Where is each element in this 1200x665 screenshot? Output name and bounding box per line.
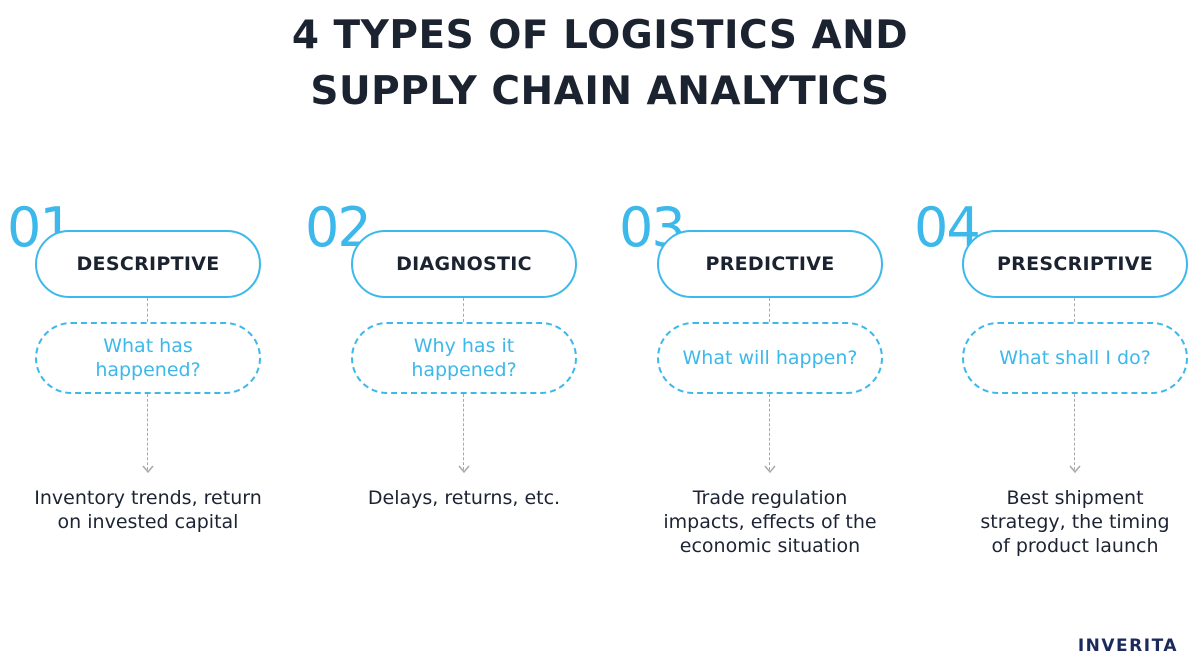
type-name-pill: PRESCRIPTIVE: [962, 230, 1188, 298]
connector-line: [147, 394, 148, 470]
type-name-label: DESCRIPTIVE: [76, 253, 220, 275]
type-name-pill: PREDICTIVE: [657, 230, 883, 298]
arrow-down-icon: [458, 465, 470, 474]
question-text: Why has it happened?: [411, 335, 517, 381]
analytics-type-predictive: 03 PREDICTIVE What will happen? Trade re…: [619, 0, 917, 665]
type-name-label: DIAGNOSTIC: [396, 253, 532, 275]
connector-line: [147, 298, 148, 322]
type-name-pill: DESCRIPTIVE: [35, 230, 261, 298]
question-pill: What has happened?: [35, 322, 261, 394]
question-pill: Why has it happened?: [351, 322, 577, 394]
type-name-pill: DIAGNOSTIC: [351, 230, 577, 298]
connector-line: [463, 394, 464, 470]
title-line-1: 4 TYPES OF LOGISTICS AND: [291, 13, 909, 58]
connector-line: [1074, 298, 1075, 322]
examples-text: Trade regulation impacts, effects of the…: [663, 487, 877, 557]
analytics-type-diagnostic: 02 DIAGNOSTIC Why has it happened? Delay…: [305, 0, 611, 665]
connector-line: [769, 394, 770, 470]
connector-line: [1074, 394, 1075, 470]
arrow-down-icon: [764, 465, 776, 474]
analytics-type-descriptive: 01 DESCRIPTIVE What has happened? Invent…: [7, 0, 295, 665]
examples-text: Delays, returns, etc.: [367, 487, 561, 509]
question-pill: What shall I do?: [962, 322, 1188, 394]
connector-line: [769, 298, 770, 322]
question-text: What shall I do?: [999, 347, 1151, 369]
examples-text: Best shipment strategy, the timing of pr…: [980, 487, 1170, 557]
brand-logo: INVERITA: [1077, 636, 1178, 656]
type-name-label: PREDICTIVE: [705, 253, 835, 275]
examples-text: Inventory trends, return on invested cap…: [34, 487, 262, 533]
connector-line: [463, 298, 464, 322]
question-pill: What will happen?: [657, 322, 883, 394]
type-name-label: PRESCRIPTIVE: [996, 253, 1154, 275]
arrow-down-icon: [142, 465, 154, 474]
arrow-down-icon: [1069, 465, 1081, 474]
title-line-2: SUPPLY CHAIN ANALYTICS: [310, 69, 890, 114]
question-text: What will happen?: [682, 347, 858, 369]
question-text: What has happened?: [95, 335, 201, 381]
page-title: 4 TYPES OF LOGISTICS AND SUPPLY CHAIN AN…: [0, 8, 1200, 120]
analytics-type-prescriptive: 04 PRESCRIPTIVE What shall I do? Best sh…: [914, 0, 1200, 665]
